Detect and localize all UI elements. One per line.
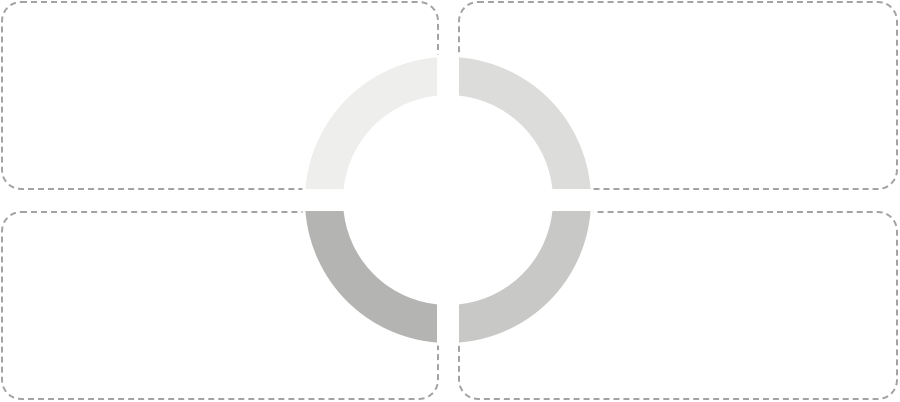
panel-top-left (1, 1, 439, 190)
panel-bottom-right (458, 211, 898, 400)
panel-top-right (458, 1, 898, 190)
panel-bottom-left (1, 211, 439, 400)
